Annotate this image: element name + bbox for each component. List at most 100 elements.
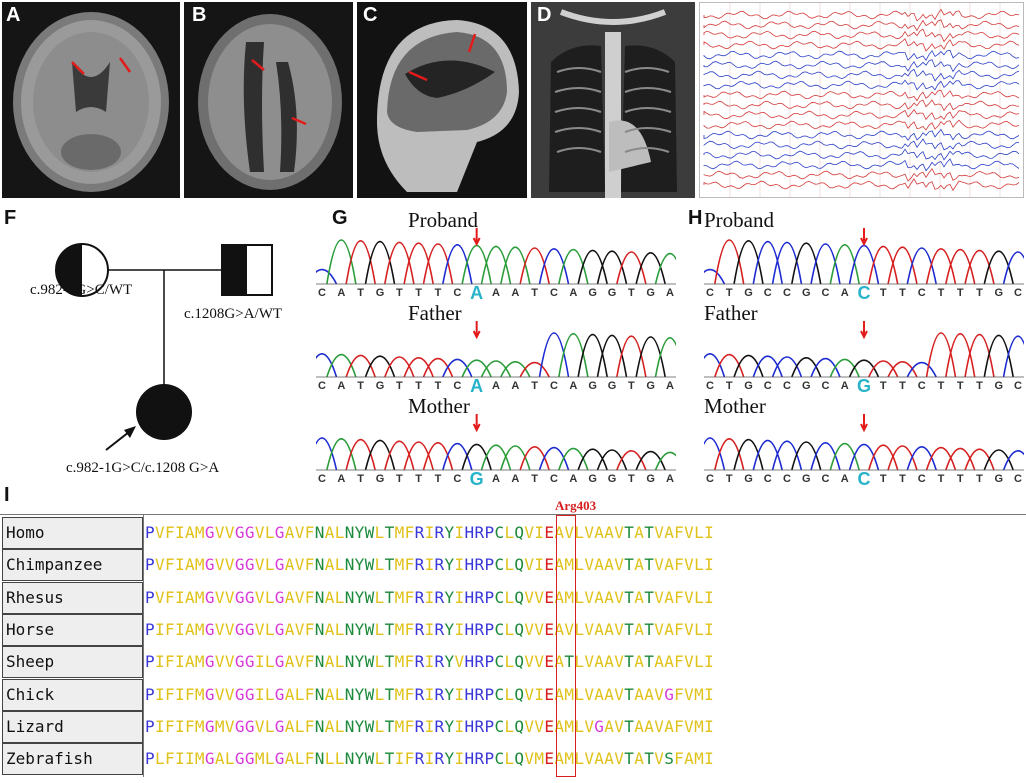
base-call: T <box>531 380 539 392</box>
peak-C <box>704 437 726 471</box>
base-call: C <box>453 380 462 392</box>
peak-C <box>704 353 726 378</box>
variant-arrow <box>472 228 481 247</box>
base-call: C <box>783 287 791 299</box>
base-call: T <box>725 287 733 299</box>
base-call: T <box>937 473 945 485</box>
peak-C <box>906 361 937 378</box>
father-genotype: c.1208G>A/WT <box>184 306 283 322</box>
peak-T <box>422 243 454 285</box>
aligned-sequence: PIFIFMGMVGGVLGALFNALNYWLTMFRIRYIHRPCLQVV… <box>145 716 715 736</box>
base-call: G <box>646 287 655 299</box>
peak-T <box>403 242 434 285</box>
base-call: T <box>415 287 423 299</box>
peak-T <box>422 442 454 471</box>
base-call: C <box>318 380 326 392</box>
base-call: T <box>879 287 887 299</box>
base-call: C <box>318 473 326 485</box>
species-label: Sheep <box>2 646 143 679</box>
base-call: G <box>744 380 753 392</box>
aligned-sequence: PVFIAMGVVGGVLGAVFNALNYWLTMFRIRYIHRPCLQVV… <box>145 587 715 607</box>
base-call: C <box>1014 287 1022 299</box>
peak-T <box>868 444 899 471</box>
peak-T <box>384 440 415 471</box>
base-call: T <box>937 287 945 299</box>
base-call: A <box>511 287 520 299</box>
peak-A <box>480 245 512 285</box>
panel-letter-c: C <box>363 4 378 26</box>
base-call: G <box>588 287 597 299</box>
base-call: C <box>857 469 871 489</box>
base-call: G <box>588 473 597 485</box>
species-label: Horse <box>2 613 143 646</box>
base-call: G <box>994 473 1004 485</box>
peak-C <box>848 245 880 285</box>
peak-G <box>577 333 608 378</box>
base-call: C <box>1014 380 1022 392</box>
panel-letter-i: I <box>4 484 10 506</box>
base-call: T <box>725 380 733 392</box>
panel-d-chest-xray: D <box>531 2 695 198</box>
peak-G <box>983 334 1014 378</box>
peak-A <box>500 445 531 471</box>
peak-G <box>733 438 764 471</box>
base-call: C <box>917 473 926 485</box>
base-call: C <box>453 473 462 485</box>
base-call: T <box>395 473 403 485</box>
base-call: C <box>821 287 830 299</box>
peak-T <box>925 248 957 285</box>
peak-C <box>1002 450 1024 471</box>
peak-T <box>519 361 550 378</box>
mother-genotype: c.982-1G>C/WT <box>30 282 133 298</box>
base-call: A <box>569 287 578 299</box>
peak-T <box>945 333 976 378</box>
base-call: A <box>470 283 484 303</box>
peak-G <box>364 439 396 471</box>
base-call: C <box>917 287 926 299</box>
base-call: T <box>956 380 964 392</box>
peak-C <box>771 241 803 285</box>
peak-T <box>964 448 995 471</box>
chromatogram-trace-proband <box>704 228 1024 285</box>
peak-C <box>442 442 473 471</box>
base-call: T <box>415 473 423 485</box>
peak-T <box>519 247 550 285</box>
base-call: T <box>956 473 964 485</box>
peak-C <box>771 440 803 471</box>
chromatogram-trace-father <box>704 321 1024 378</box>
base-call: T <box>937 380 945 392</box>
arg403-highlight-box <box>556 515 576 777</box>
peak-C <box>316 353 338 378</box>
base-call: C <box>706 473 714 485</box>
species-label: Homo <box>2 517 143 549</box>
base-call: C <box>821 380 830 392</box>
base-call: G <box>744 473 753 485</box>
base-call: A <box>569 473 578 485</box>
peak-G <box>983 449 1014 471</box>
panel-letter-a: A <box>6 4 21 26</box>
base-call: T <box>879 473 887 485</box>
peak-T <box>616 251 647 285</box>
peak-G <box>596 250 628 285</box>
peak-A <box>654 337 676 378</box>
peak-T <box>384 356 415 378</box>
base-call: T <box>627 473 635 485</box>
panel-a-mri-axial: A <box>2 2 180 198</box>
base-call: T <box>976 473 983 485</box>
chromatogram-trace-mother <box>704 414 1024 471</box>
trace-title-mother: Mother <box>704 394 766 418</box>
species-label: Zebrafish <box>2 743 143 776</box>
peak-T <box>422 357 454 378</box>
peak-G <box>577 249 608 285</box>
peak-A <box>500 246 531 285</box>
peak-C <box>442 358 473 378</box>
base-call: T <box>531 287 539 299</box>
peak-T <box>964 249 995 285</box>
base-call: G <box>375 473 385 485</box>
peak-G <box>364 355 396 378</box>
